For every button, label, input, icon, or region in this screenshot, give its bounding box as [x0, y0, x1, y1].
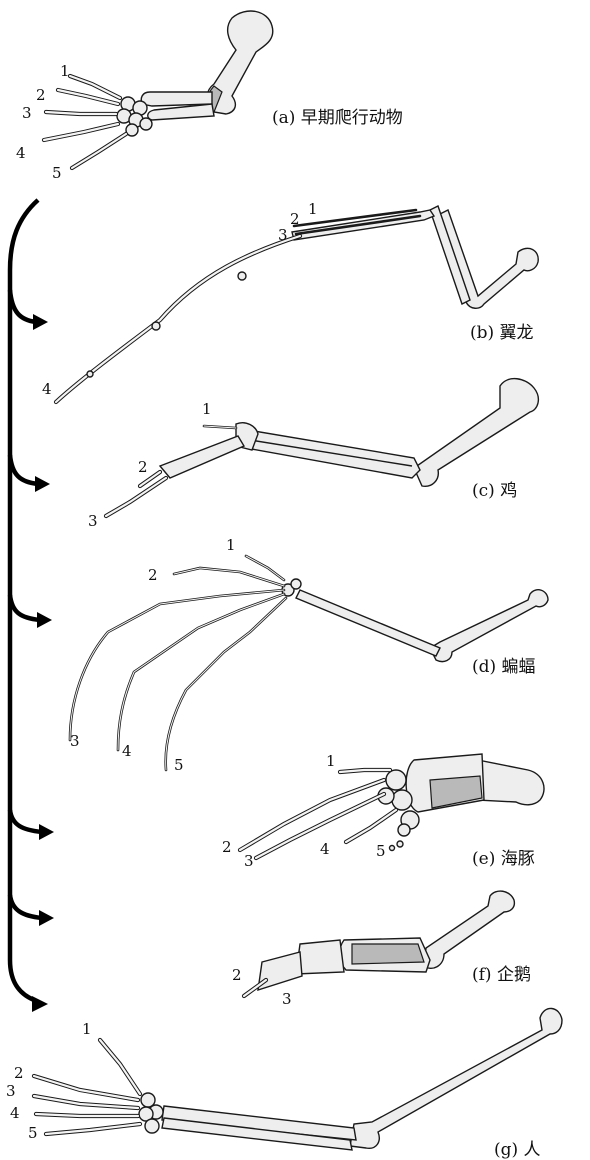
label-early-reptile: (a) 早期爬行动物 — [272, 103, 403, 128]
digit-number: 3 — [22, 104, 32, 122]
evolution-arrows — [10, 200, 54, 1012]
digit-number: 2 — [232, 966, 242, 984]
digit-number: 5 — [52, 164, 62, 182]
digit-number: 5 — [174, 756, 184, 774]
digit-number: 2 — [36, 86, 46, 104]
digit-number: 4 — [16, 144, 26, 162]
digit-number: 4 — [320, 840, 330, 858]
digit-number: 2 — [222, 838, 232, 856]
digit-number: 2 — [290, 210, 300, 228]
label-pterosaur: (b) 翼龙 — [470, 318, 534, 343]
digit-number: 5 — [28, 1124, 38, 1142]
digit-number: 2 — [14, 1064, 24, 1082]
limb-pterosaur — [56, 206, 538, 402]
label-penguin: (f) 企鹅 — [472, 960, 531, 985]
limb-early-reptile — [44, 11, 273, 168]
digit-number: 1 — [326, 752, 336, 770]
digit-number: 3 — [278, 226, 288, 244]
digit-number: 1 — [308, 200, 318, 218]
digit-number: 1 — [60, 62, 70, 80]
digit-number: 2 — [148, 566, 158, 584]
digit-number: 4 — [122, 742, 132, 760]
digit-number: 1 — [226, 536, 236, 554]
digit-number: 3 — [88, 512, 98, 530]
digit-number: 2 — [138, 458, 148, 476]
digit-number: 3 — [244, 852, 254, 870]
limb-human — [34, 1008, 562, 1150]
label-chicken: (c) 鸡 — [472, 476, 517, 501]
label-dolphin: (e) 海豚 — [472, 844, 535, 869]
label-human: (g) 人 — [494, 1135, 541, 1160]
digit-number: 5 — [376, 842, 386, 860]
limb-dolphin — [240, 754, 544, 858]
digit-number: 4 — [10, 1104, 20, 1122]
digit-number: 3 — [70, 732, 80, 750]
label-bat: (d) 蝙蝠 — [472, 652, 536, 677]
digit-number: 1 — [82, 1020, 92, 1038]
digit-number: 1 — [202, 400, 212, 418]
digit-number: 3 — [282, 990, 292, 1008]
digit-number: 4 — [42, 380, 52, 398]
digit-number: 3 — [6, 1082, 16, 1100]
